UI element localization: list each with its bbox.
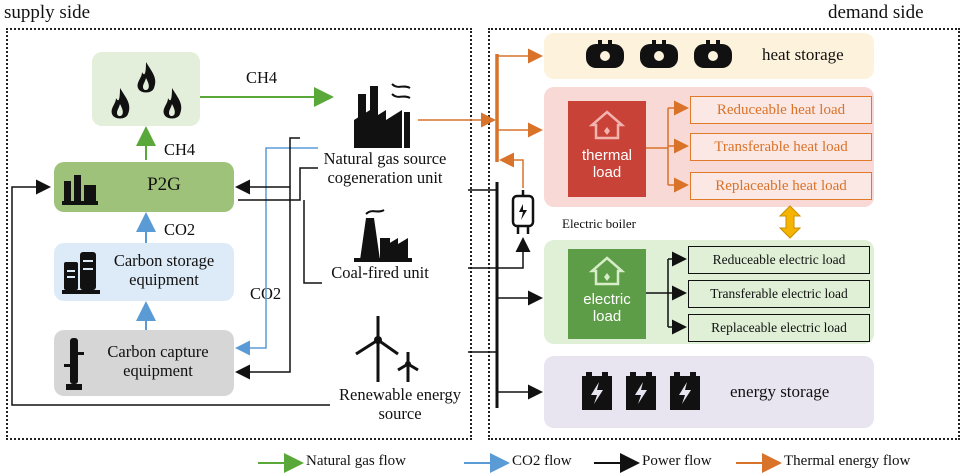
thermal-load-box: thermal load bbox=[568, 101, 646, 197]
p2g-label: P2G bbox=[147, 174, 181, 195]
legend-co2: CO2 flow bbox=[512, 453, 572, 469]
electric-load-box: electric load bbox=[568, 249, 646, 339]
legend-thermal: Thermal energy flow bbox=[784, 453, 911, 469]
electric-boiler-label: Electric boiler bbox=[562, 216, 636, 231]
supply-side-label: supply side bbox=[4, 2, 91, 23]
heat-storage-box: heat storage bbox=[544, 33, 874, 79]
legend-power: Power flow bbox=[642, 453, 712, 469]
supply-side-frame bbox=[6, 28, 472, 440]
transferable-heat-load: Transferable heat load bbox=[690, 133, 872, 161]
p2g-box: P2G bbox=[54, 162, 234, 212]
boiler-icon bbox=[511, 190, 535, 234]
heat-storage-label: heat storage bbox=[762, 45, 844, 64]
replaceable-heat-load: Replaceable heat load bbox=[690, 172, 872, 200]
energy-storage-box: energy storage bbox=[544, 356, 874, 428]
heat-tank-icons bbox=[586, 40, 732, 68]
carbon-storage-box: Carbon storage equipment bbox=[54, 243, 234, 301]
wind-turbine-icon bbox=[355, 316, 419, 382]
reduceable-heat-load: Reduceable heat load bbox=[690, 96, 872, 124]
natural-gas-box bbox=[92, 52, 200, 126]
co2-label-mid: CO2 bbox=[164, 220, 196, 239]
energy-storage-label: energy storage bbox=[730, 382, 830, 401]
carbon-storage-label: Carbon storage equipment bbox=[113, 251, 215, 289]
electric-load-label: electric load bbox=[583, 291, 631, 326]
demand-side-label: demand side bbox=[828, 2, 924, 23]
transferable-electric-load: Transferable electric load bbox=[688, 280, 870, 308]
thermal-load-label: thermal load bbox=[581, 147, 633, 182]
factory-icon bbox=[62, 175, 98, 205]
house-icon bbox=[589, 110, 625, 140]
house-icon bbox=[589, 256, 625, 286]
carbon-capture-box: Carbon capture equipment bbox=[54, 330, 234, 396]
demand-side-frame bbox=[488, 28, 960, 440]
fire-icon bbox=[111, 62, 182, 119]
tank-icon bbox=[62, 252, 100, 294]
ch4-label-mid: CH4 bbox=[164, 140, 196, 159]
factory-icon bbox=[354, 83, 411, 148]
tower-icon bbox=[64, 338, 84, 390]
carbon-capture-label: Carbon capture equipment bbox=[107, 342, 209, 380]
coal-plant-icon bbox=[354, 209, 412, 262]
reduceable-electric-load: Reduceable electric load bbox=[688, 246, 870, 274]
coal-fired-label: Coal-fired unit bbox=[331, 263, 429, 282]
replaceable-electric-load: Replaceable electric load bbox=[688, 314, 870, 342]
battery-icon bbox=[582, 372, 700, 410]
renewable-label: Renewable energy source bbox=[338, 385, 462, 423]
gas-cogeneration-label: Natural gas source cogeneration unit bbox=[323, 149, 447, 187]
legend-natural-gas: Natural gas flow bbox=[306, 453, 406, 469]
ch4-label-top: CH4 bbox=[246, 68, 278, 87]
